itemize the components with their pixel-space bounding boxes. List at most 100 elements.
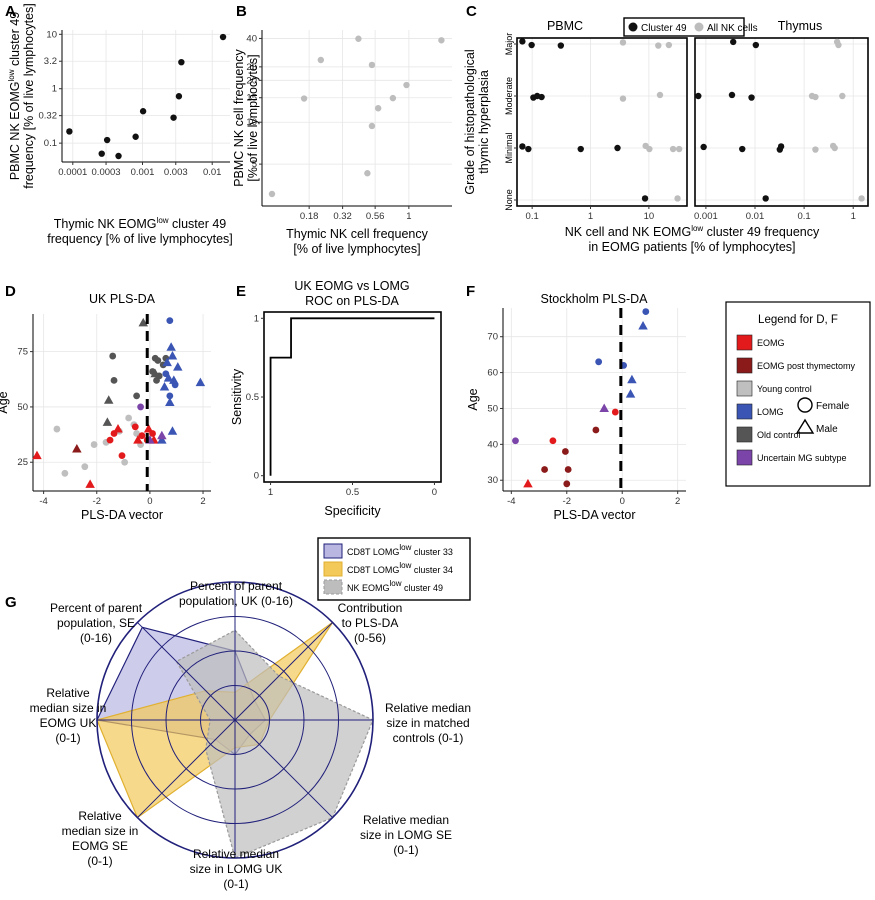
x-tick-label: 0.01 xyxy=(746,211,765,222)
radar-axis-label: Percent of parent xyxy=(50,601,143,615)
y-tick-label: 15 xyxy=(246,93,257,104)
x-tick-label: 0.56 xyxy=(366,211,385,222)
x-axis-title: PLS-DA vector xyxy=(81,508,163,522)
legend-g-box xyxy=(317,537,471,601)
panel-letter-e: E xyxy=(236,283,246,300)
y-axis-title-text: Sensitivity xyxy=(230,368,244,425)
data-point xyxy=(700,143,707,151)
y-axis-title-line1: PBMC NK cell frequency xyxy=(232,48,246,186)
panel-letter-c: C xyxy=(466,3,477,20)
data-point xyxy=(835,41,842,49)
x-tick-label: -2 xyxy=(563,496,571,507)
data-point xyxy=(627,374,637,384)
x-axis-title-line1: Thymic NK cell frequency xyxy=(286,227,428,241)
y-tick-label: 40 xyxy=(246,33,257,44)
y-tick-label: 10 xyxy=(246,117,257,128)
legend-g-swatch xyxy=(323,579,343,595)
data-point xyxy=(102,417,113,426)
radar-axis-label: Percent of parent xyxy=(190,579,283,593)
x-tick-label: 0.1 xyxy=(798,211,811,222)
radar-axis-label: Relative xyxy=(46,686,90,700)
data-point xyxy=(133,435,143,444)
x-tick-label: 2 xyxy=(675,496,680,507)
x-tick-label: 0.18 xyxy=(300,211,319,222)
data-point xyxy=(115,152,122,160)
grade-label: Major xyxy=(504,33,514,56)
panel-border xyxy=(694,37,869,207)
panel-letter: F xyxy=(466,283,475,300)
data-point xyxy=(748,94,755,101)
data-point xyxy=(368,122,376,130)
data-point xyxy=(166,392,174,400)
data-point xyxy=(133,392,141,400)
legend-df-label: LOMG xyxy=(757,407,784,417)
data-point xyxy=(72,443,82,453)
radar-spoke xyxy=(137,622,236,721)
legend-df-label: EOMG post thymectomy xyxy=(757,361,856,371)
grade-tick-label: Major xyxy=(504,33,517,56)
y-axis-title: Age xyxy=(466,388,480,410)
y-axis-title-text: Age xyxy=(466,388,480,410)
x-tick-label: 0 xyxy=(620,496,625,507)
radar-axis-label: to PLS-DA xyxy=(342,616,399,630)
data-point xyxy=(777,143,785,150)
legend-df-swatch xyxy=(736,426,753,443)
panel-letter-a: A xyxy=(5,3,16,20)
data-point xyxy=(675,145,683,153)
roc-curve xyxy=(269,317,435,476)
data-point xyxy=(103,136,111,144)
grade-label: Moderate xyxy=(504,77,514,115)
grade-label: Minimal xyxy=(504,132,514,163)
radar-axis-label: (0-1) xyxy=(55,731,80,745)
data-point xyxy=(538,93,545,101)
data-point xyxy=(133,430,141,437)
data-point xyxy=(695,92,702,100)
data-point xyxy=(98,150,105,157)
grid xyxy=(503,308,686,491)
data-point xyxy=(812,93,819,101)
radar-axis-label: size in matched xyxy=(386,716,469,730)
y-tick-label: 10 xyxy=(46,29,57,40)
data-point xyxy=(858,195,865,202)
legend-df-female-key xyxy=(797,397,813,413)
y-tick-label: 40 xyxy=(487,439,498,450)
radar-axis-label: (0-1) xyxy=(393,843,418,857)
x-tick-label: 0.01 xyxy=(203,167,222,178)
data-point xyxy=(577,145,584,153)
legend-df-title: Legend for D, F xyxy=(758,314,838,326)
y-tick-label: 20 xyxy=(246,75,257,86)
radar-axis-label: size in LOMG SE xyxy=(360,828,452,842)
x-tick-label: 0.0001 xyxy=(58,167,87,178)
radar-axis-label: EOMG SE xyxy=(72,839,128,853)
data-point xyxy=(154,357,162,364)
data-point xyxy=(730,38,737,46)
x-tick-label: 0.001 xyxy=(131,167,155,178)
data-point xyxy=(132,133,139,140)
legend-df-swatch xyxy=(736,334,753,351)
data-point xyxy=(519,38,526,45)
y-tick-label: 25 xyxy=(17,457,28,468)
data-point xyxy=(355,35,362,42)
data-point xyxy=(61,469,69,477)
y-axis-title-line2: [% of live lymphocytes] xyxy=(246,54,260,181)
x-tick-label: 1 xyxy=(851,211,856,222)
data-point xyxy=(138,317,149,327)
data-point xyxy=(121,458,129,466)
grid-c xyxy=(695,38,868,206)
plot-title: Stockholm PLS-DA xyxy=(541,292,649,306)
grid-b xyxy=(262,30,452,206)
data-point xyxy=(137,403,144,411)
data-point xyxy=(81,463,89,471)
radar-axis-label: population, SE xyxy=(57,616,135,630)
y-tick-label: 75 xyxy=(17,347,28,358)
data-point xyxy=(53,425,61,433)
data-point xyxy=(549,437,557,445)
data-point xyxy=(523,478,533,488)
legend-c-box xyxy=(623,17,745,37)
x-axis-title-line1: Thymic NK EOMGlow cluster 49 xyxy=(54,216,227,231)
y-tick-label: 30 xyxy=(487,475,498,486)
data-point xyxy=(169,375,179,384)
